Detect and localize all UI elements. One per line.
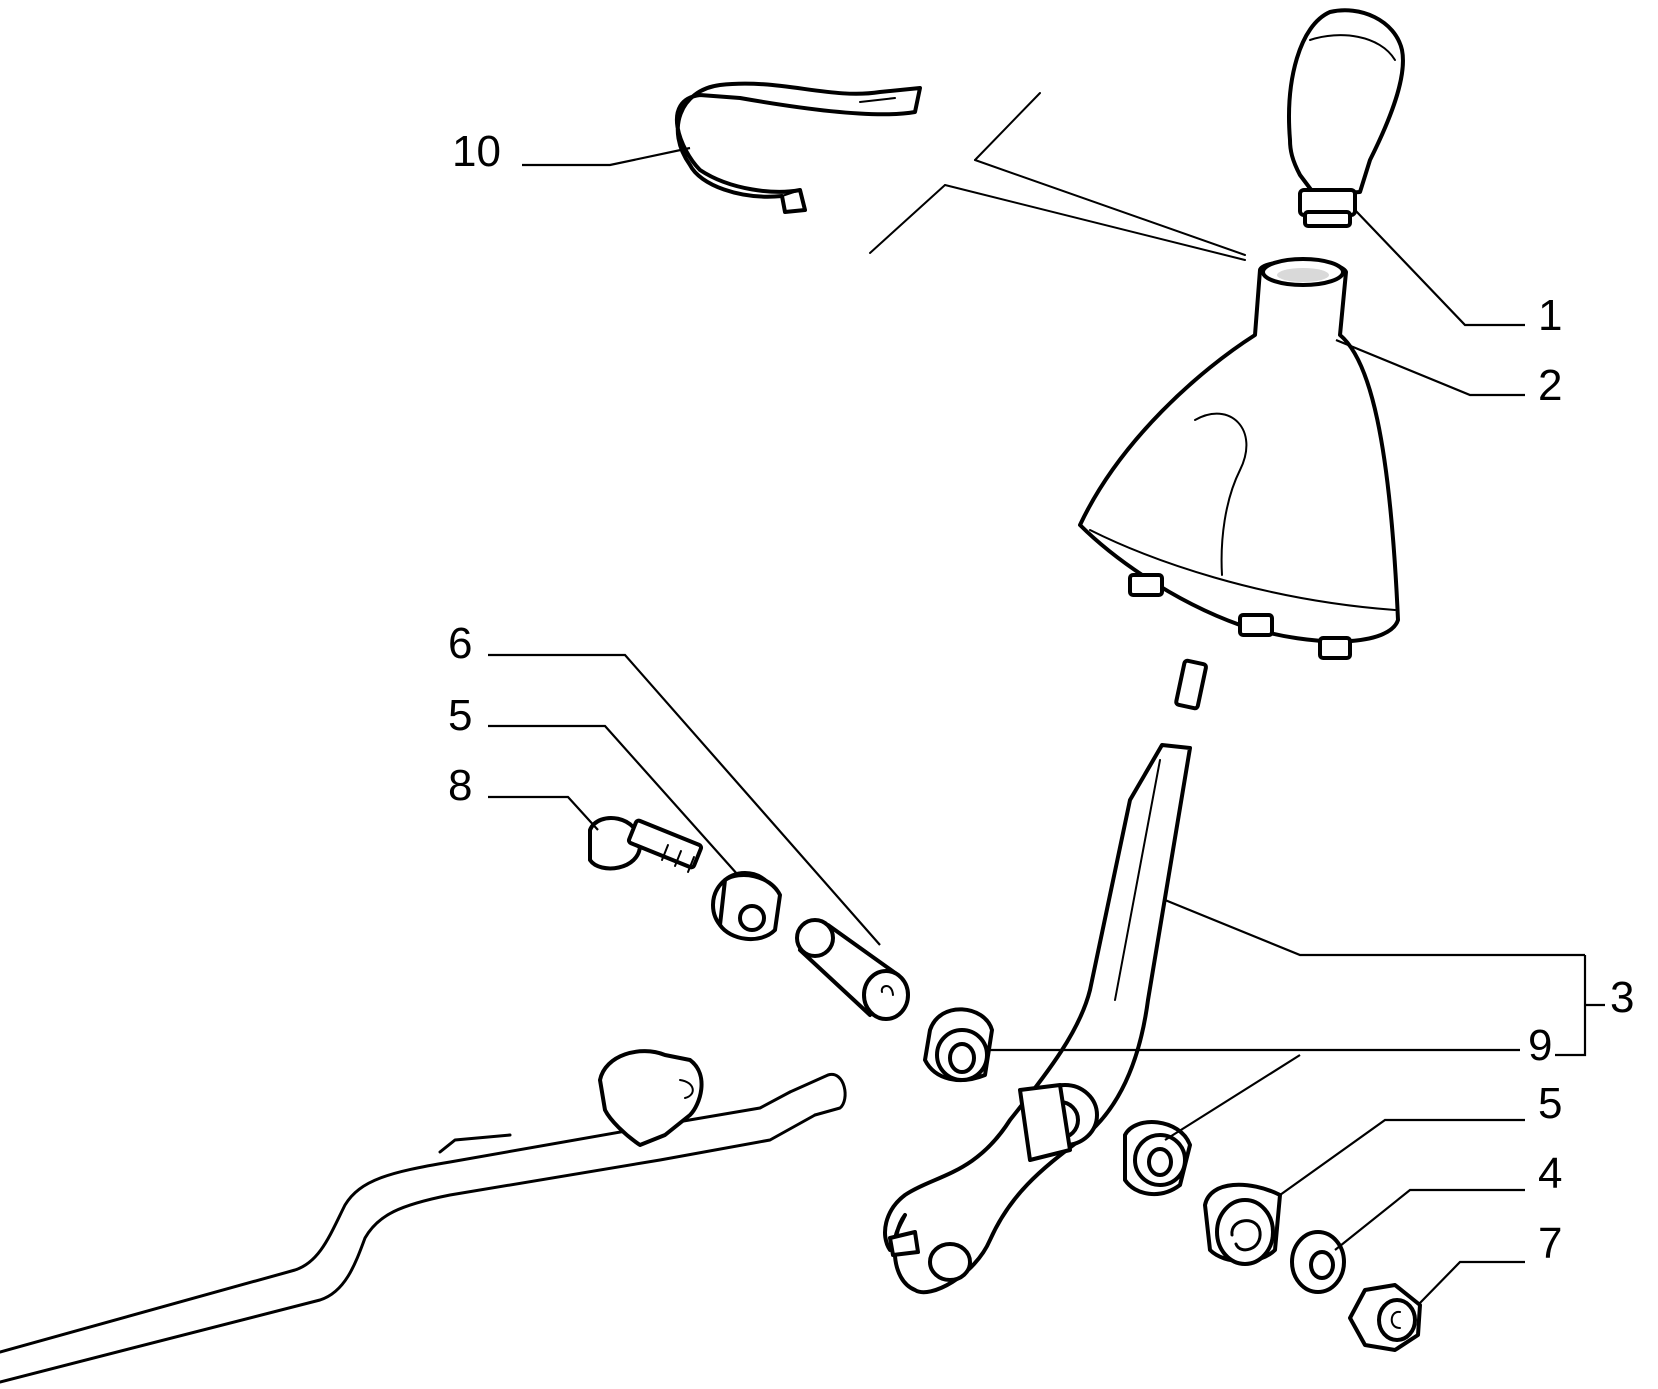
- callout-labels: 10 1 2 6 5 8 3 9 5 4 7: [448, 127, 1634, 1268]
- callout-4: 4: [1538, 1149, 1562, 1198]
- part-clip-10: [674, 81, 922, 214]
- part-bushing-9-lower: [1123, 1120, 1192, 1197]
- callout-9: 9: [1528, 1021, 1552, 1070]
- part-lever-3: [883, 658, 1208, 1295]
- callout-6: 6: [448, 619, 472, 668]
- callout-5-upper: 5: [448, 691, 472, 740]
- leader-lines: [488, 146, 1605, 1306]
- part-washer-4: [1290, 1230, 1346, 1294]
- part-boot-2: [1078, 257, 1400, 660]
- part-washer-5-right: [1203, 1182, 1282, 1266]
- callout-10: 10: [452, 127, 501, 176]
- callout-2: 2: [1538, 361, 1562, 410]
- callout-1: 1: [1538, 291, 1562, 340]
- part-nut-7: [1348, 1283, 1422, 1352]
- callout-5-lower: 5: [1538, 1079, 1562, 1128]
- part-washer-5-left: [711, 871, 782, 942]
- part-bushing-9-upper: [923, 1007, 994, 1082]
- linkage-rod: [0, 1049, 847, 1384]
- direction-guides: [869, 92, 1246, 261]
- part-bolt-8: [588, 816, 704, 873]
- callout-3: 3: [1610, 973, 1634, 1022]
- callout-7: 7: [1538, 1219, 1562, 1268]
- callout-8: 8: [448, 761, 472, 810]
- part-sleeve-6: [795, 918, 910, 1021]
- part-knob-1: [1287, 8, 1405, 228]
